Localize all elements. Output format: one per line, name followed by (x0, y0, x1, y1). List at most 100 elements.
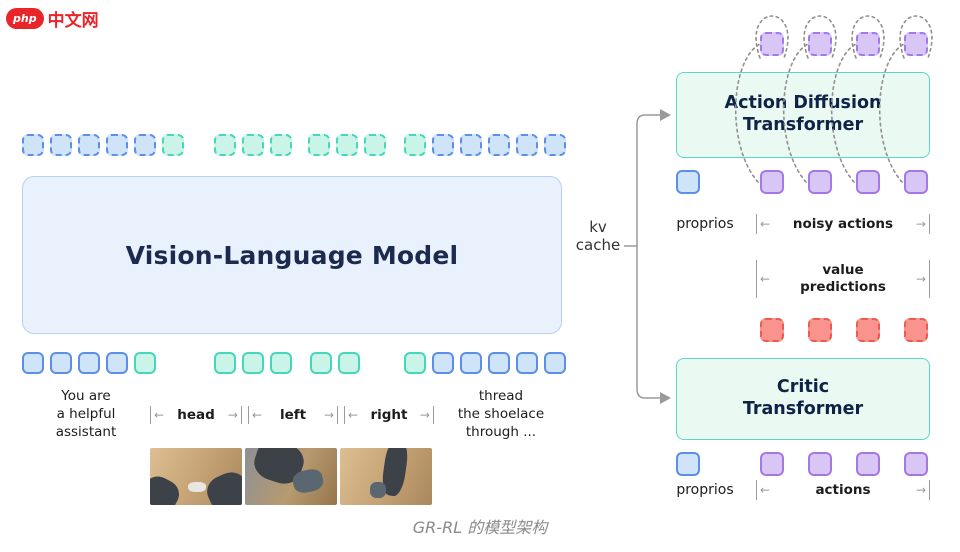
token-group-vlm-in-bot-2 (214, 352, 292, 374)
assistant-prompt-label: You are a helpful assistant (55, 388, 117, 440)
token-group-vlm-in-top-3 (308, 134, 386, 156)
red-token (760, 318, 784, 342)
php-logo-icon: php (6, 8, 44, 29)
purple-token (904, 452, 928, 476)
purple-token (856, 452, 880, 476)
token-group-noisy-actions (760, 170, 928, 194)
purple-token (760, 32, 784, 56)
red-token (808, 318, 832, 342)
blue-token (460, 352, 482, 374)
vlm-box: Vision-Language Model (22, 176, 562, 334)
site-logo-text: 中文网 (47, 11, 99, 31)
right-arrow-icon (228, 409, 238, 421)
left-arrow-icon (348, 409, 358, 421)
purple-token (808, 170, 832, 194)
teal-token (242, 352, 264, 374)
head-camera-image (150, 448, 242, 505)
left-arrow-icon (760, 273, 770, 285)
teal-token (214, 134, 236, 156)
purple-token (904, 170, 928, 194)
blue-token (78, 134, 100, 156)
blue-token (22, 352, 44, 374)
purple-token (856, 32, 880, 56)
red-token (904, 318, 928, 342)
blue-token (432, 352, 454, 374)
head-label: head (177, 406, 215, 423)
site-logo[interactable]: php 中文网 (6, 6, 99, 31)
right-arrow-icon (916, 484, 926, 496)
teal-token (364, 134, 386, 156)
token-group-vlm-in-top-2 (214, 134, 292, 156)
blue-token (676, 452, 700, 476)
token-group-critic-proprio (676, 452, 700, 476)
left-arrow-icon (760, 484, 770, 496)
arrowhead-to-adt (660, 109, 671, 121)
teal-token (162, 134, 184, 156)
teal-token (242, 134, 264, 156)
token-group-vlm-in-bot-1 (22, 352, 156, 374)
noisy-actions-label: noisy actions (792, 215, 894, 232)
proprios-label-bottom: proprios (676, 482, 734, 498)
robot-arm-shape (150, 471, 184, 505)
left-arrow-icon (760, 218, 770, 230)
teal-token (404, 134, 426, 156)
teal-token (214, 352, 236, 374)
blue-token (106, 352, 128, 374)
purple-token (904, 32, 928, 56)
blue-token (50, 352, 72, 374)
blue-token (106, 134, 128, 156)
right-wrist-camera-image (340, 448, 432, 505)
critic-transformer-box: Critic Transformer (676, 358, 930, 440)
left-label: left (279, 406, 307, 423)
purple-token (856, 170, 880, 194)
blue-token (134, 134, 156, 156)
actions-label: actions (815, 481, 871, 498)
blue-token (544, 352, 566, 374)
teal-token (270, 134, 292, 156)
robot-arm-shape (202, 467, 242, 505)
right-arrow-icon (916, 273, 926, 285)
kv-cache-label: kv cache (575, 218, 621, 254)
head-span-label: head (150, 406, 242, 424)
teal-token (338, 352, 360, 374)
noisy-actions-span-label: noisy actions (756, 214, 930, 234)
purple-token (760, 170, 784, 194)
blue-token (22, 134, 44, 156)
value-predictions-label: value predictions (800, 262, 886, 295)
thread-instruction-label: thread the shoelace through ... (457, 388, 545, 440)
right-arrow-icon (324, 409, 334, 421)
left-arrow-icon (154, 409, 164, 421)
blue-token (50, 134, 72, 156)
proprios-label-top: proprios (676, 216, 734, 232)
blue-token (432, 134, 454, 156)
adt-title: Action Diffusion Transformer (724, 93, 882, 135)
actions-span-label: actions (756, 480, 930, 500)
teal-token (336, 134, 358, 156)
object-shape (188, 482, 206, 492)
right-arrow-icon (420, 409, 430, 421)
gripper-shape (370, 482, 386, 498)
action-diffusion-transformer-box: Action Diffusion Transformer (676, 72, 930, 158)
right-arrow-icon (916, 218, 926, 230)
value-predictions-span-label: value predictions (756, 260, 930, 298)
right-span-label: right (344, 406, 434, 424)
red-token (856, 318, 880, 342)
purple-token (760, 452, 784, 476)
kv-cache-connector-line (624, 114, 660, 399)
teal-token (404, 352, 426, 374)
blue-token (488, 134, 510, 156)
token-group-adt-proprio (676, 170, 700, 194)
blue-token (78, 352, 100, 374)
token-group-vlm-in-bot-4 (404, 352, 566, 374)
blue-token (460, 134, 482, 156)
left-arrow-icon (252, 409, 262, 421)
token-group-vlm-in-bot-3 (310, 352, 360, 374)
left-span-label: left (248, 406, 338, 424)
token-group-vlm-in-top-4 (404, 134, 566, 156)
purple-token (808, 452, 832, 476)
blue-token (488, 352, 510, 374)
purple-token (808, 32, 832, 56)
vlm-title: Vision-Language Model (125, 240, 459, 270)
critic-title: Critic Transformer (742, 377, 864, 419)
